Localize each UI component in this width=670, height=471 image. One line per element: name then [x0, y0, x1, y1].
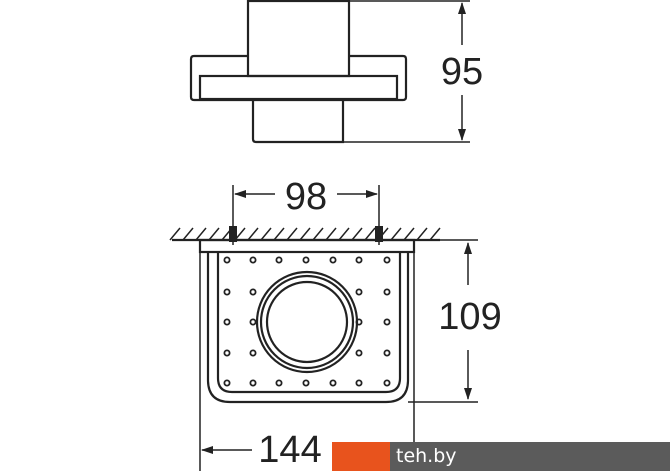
holder-ring-inner	[265, 280, 349, 364]
drain-hole	[223, 379, 231, 387]
drain-hole	[275, 379, 283, 387]
hatch-line	[169, 227, 181, 241]
drain-hole	[302, 256, 310, 264]
drain-hole	[275, 256, 283, 264]
hatch-line	[416, 227, 428, 241]
drain-hole	[355, 256, 363, 264]
hatch-line	[351, 227, 363, 241]
glass-plate	[198, 74, 399, 101]
drain-hole	[249, 288, 257, 296]
dimension-109: 109	[438, 296, 501, 338]
lower-body	[251, 100, 345, 144]
hatch-line	[338, 227, 350, 241]
drain-hole	[355, 349, 363, 357]
hatch-line	[299, 227, 311, 241]
dimension-98: 98	[285, 176, 327, 218]
drain-hole	[383, 288, 391, 296]
drain-holes	[223, 256, 391, 387]
drain-hole	[355, 379, 363, 387]
bracket-outer	[206, 252, 410, 404]
drain-hole	[329, 256, 337, 264]
tray-inner	[216, 252, 402, 394]
drain-hole	[223, 349, 231, 357]
hatch-line	[429, 227, 441, 241]
hatch-line	[182, 227, 194, 241]
flange	[189, 54, 408, 102]
plan-view	[169, 185, 478, 471]
hatch-line	[195, 227, 207, 241]
watermark-text: teh.by	[390, 442, 670, 471]
watermark-logo	[332, 442, 390, 471]
hatch-line	[273, 227, 285, 241]
upper-body	[246, 0, 351, 78]
drain-hole	[329, 379, 337, 387]
hatch-line	[208, 227, 220, 241]
hatch-line	[390, 227, 402, 241]
drain-hole	[249, 256, 257, 264]
drain-hole	[249, 318, 257, 326]
drain-hole	[223, 256, 231, 264]
drain-hole	[383, 318, 391, 326]
mount-plate	[198, 238, 416, 254]
drain-hole	[355, 288, 363, 296]
drain-hole	[383, 379, 391, 387]
drain-hole	[223, 318, 231, 326]
hatch-line	[403, 227, 415, 241]
watermark: teh.by	[332, 442, 670, 471]
hatch-line	[312, 227, 324, 241]
holder-ring-outer	[255, 270, 359, 374]
drain-hole	[302, 379, 310, 387]
dimension-95: 95	[441, 51, 483, 93]
hatch-line	[260, 227, 272, 241]
drain-hole	[249, 349, 257, 357]
hatch-line	[247, 227, 259, 241]
hatch-line	[286, 227, 298, 241]
drain-hole	[383, 256, 391, 264]
wall-hatch	[169, 227, 441, 241]
drain-hole	[249, 379, 257, 387]
hatch-line	[364, 227, 376, 241]
drain-hole	[223, 288, 231, 296]
hatch-line	[325, 227, 337, 241]
side-view	[189, 0, 470, 144]
dimension-144: 144	[258, 429, 321, 471]
drain-hole	[383, 349, 391, 357]
